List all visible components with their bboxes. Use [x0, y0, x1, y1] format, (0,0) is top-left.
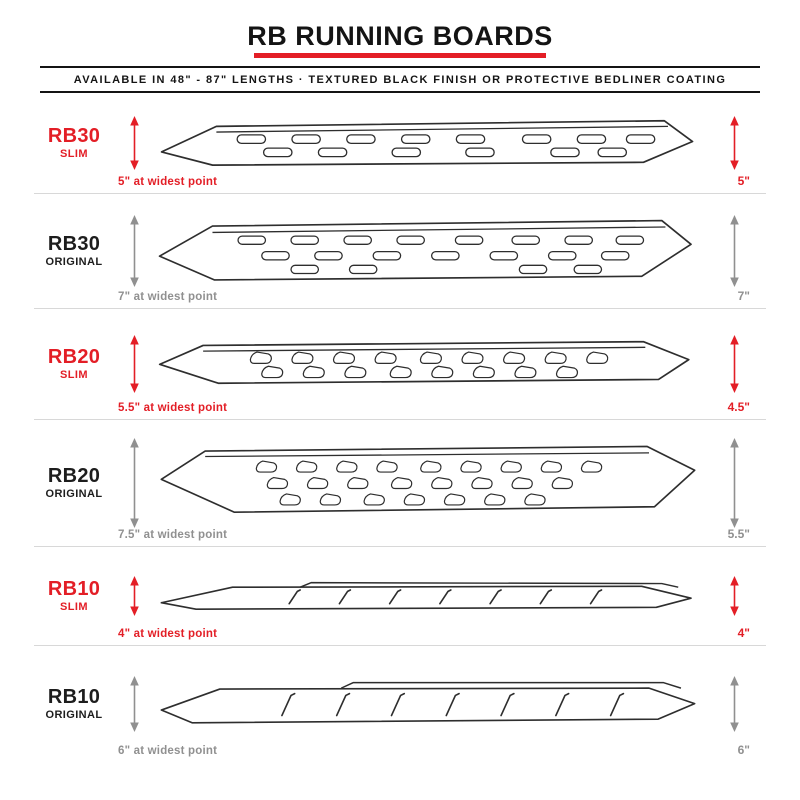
board-comparison-list: RB30 SLIM	[34, 93, 766, 762]
right-measure-arrow-icon	[729, 335, 739, 393]
height-label: 7"	[737, 289, 750, 303]
rb20-original-board-drawing	[160, 445, 696, 514]
width-note: 7" at widest point	[118, 291, 218, 303]
model-name: RB20	[47, 346, 101, 368]
height-label: 5"	[737, 174, 750, 188]
model-label: RB30 SLIM	[34, 125, 114, 161]
rb30-slim-board-drawing	[160, 119, 694, 166]
height-label: 4.5"	[727, 400, 750, 414]
row-rb10-original: RB10 ORIGINAL 6" at widest point 6"	[34, 646, 766, 762]
subtitle-text: AVAILABLE IN 48" - 87" LENGTHS · TEXTURE…	[73, 74, 727, 86]
width-note: 5.5" at widest point	[118, 402, 228, 414]
left-measure-arrow-icon	[129, 215, 139, 287]
page-header: RB RUNNING BOARDS AVAILABLE IN 48" - 87"…	[0, 0, 800, 93]
model-label: RB20 SLIM	[34, 346, 114, 382]
left-measure-arrow-icon	[129, 116, 139, 170]
rb20-slim-board-drawing	[158, 340, 690, 384]
rb10-original-board-drawing	[160, 682, 696, 724]
height-label: 5.5"	[727, 527, 750, 541]
model-variant: SLIM	[60, 148, 88, 160]
model-name: RB30	[47, 125, 101, 147]
rb10-slim-board-drawing	[160, 581, 692, 610]
model-label: RB10 ORIGINAL	[34, 686, 114, 722]
left-measure-arrow-icon	[129, 335, 139, 393]
model-name: RB20	[47, 465, 101, 487]
model-variant: SLIM	[60, 369, 88, 381]
model-label: RB10 SLIM	[34, 578, 114, 614]
model-variant: ORIGINAL	[45, 709, 103, 721]
model-variant: ORIGINAL	[45, 256, 103, 268]
row-rb30-original: RB30 ORIGINAL	[34, 194, 766, 309]
right-measure-arrow-icon	[729, 215, 739, 287]
rb30-original-board-drawing	[158, 220, 692, 282]
model-name: RB10	[47, 686, 101, 708]
row-rb20-slim: RB20 SLIM 5.5" at widest point 4.5"	[34, 309, 766, 420]
page-title: RB RUNNING BOARDS	[247, 21, 553, 51]
left-measure-arrow-icon	[129, 676, 139, 732]
left-measure-arrow-icon	[129, 438, 139, 528]
height-label: 4"	[737, 626, 750, 640]
left-measure-arrow-icon	[129, 576, 139, 616]
model-name: RB30	[47, 233, 101, 255]
subtitle-band: AVAILABLE IN 48" - 87" LENGTHS · TEXTURE…	[40, 66, 760, 93]
model-label: RB30 ORIGINAL	[34, 233, 114, 269]
title-underline	[254, 53, 546, 58]
width-note: 5" at widest point	[118, 176, 218, 188]
height-label: 6"	[737, 743, 750, 757]
model-label: RB20 ORIGINAL	[34, 465, 114, 501]
width-note: 6" at widest point	[118, 745, 218, 757]
model-variant: ORIGINAL	[45, 488, 103, 500]
right-measure-arrow-icon	[729, 676, 739, 732]
row-rb20-original: RB20 ORIGINAL 7.5" at w	[34, 420, 766, 547]
right-measure-arrow-icon	[729, 576, 739, 616]
right-measure-arrow-icon	[729, 116, 739, 170]
width-note: 7.5" at widest point	[118, 529, 228, 541]
model-name: RB10	[47, 578, 101, 600]
row-rb30-slim: RB30 SLIM	[34, 93, 766, 194]
right-measure-arrow-icon	[729, 438, 739, 528]
row-rb10-slim: RB10 SLIM 4" at widest point 4"	[34, 547, 766, 646]
model-variant: SLIM	[60, 601, 88, 613]
width-note: 4" at widest point	[118, 628, 218, 640]
